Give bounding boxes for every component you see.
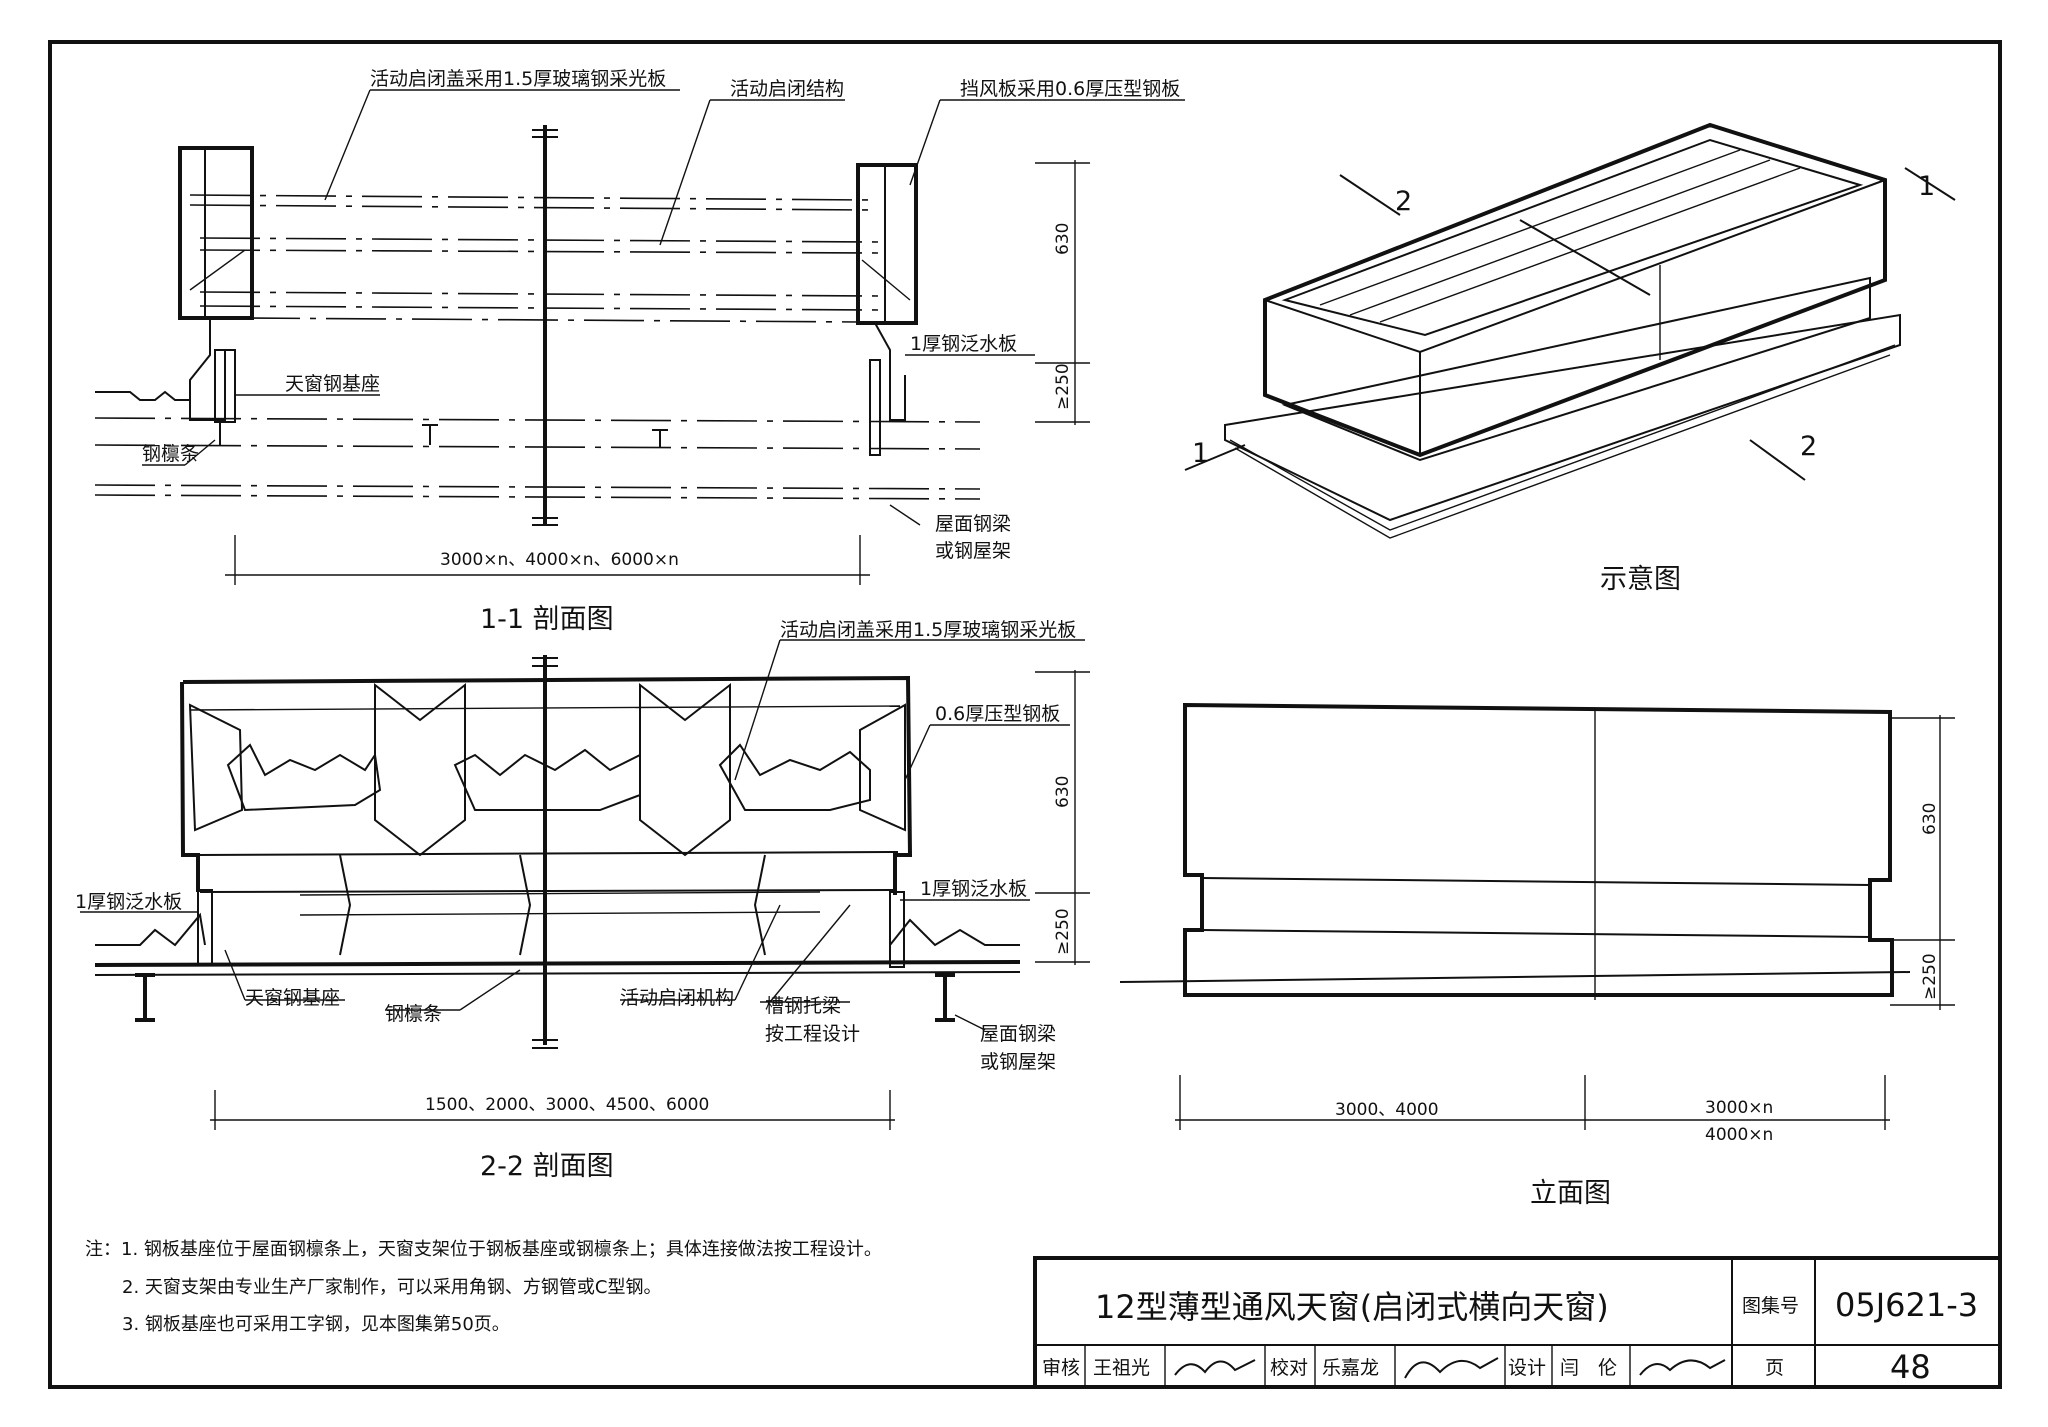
s11-beam-label-1: 屋面钢梁 [935, 513, 1011, 535]
elevation-title: 立面图 [1530, 1178, 1611, 1209]
checker-signature [1404, 1357, 1499, 1379]
elev-dim-base: ≥250 [1920, 953, 1940, 1000]
drawing-title: 12型薄型通风天窗(启闭式横向天窗) [1095, 1288, 1609, 1326]
s11-dim-base: ≥250 [1053, 363, 1073, 410]
note-2: 2. 天窗支架由专业生产厂家制作，可以采用角钢、方钢管或C型钢。 [122, 1277, 661, 1298]
section-2-2 [80, 639, 1090, 1130]
atlas-label: 图集号 [1742, 1295, 1799, 1317]
s22-channel-label-2: 按工程设计 [765, 1023, 860, 1045]
s22-cover-label: 活动启闭盖采用1.5厚玻璃钢采光板 [780, 619, 1076, 641]
note-1: 注：1. 钢板基座位于屋面钢檩条上，天窗支架位于钢板基座或钢檩条上；具体连接做法… [85, 1239, 882, 1260]
page-label: 页 [1765, 1357, 1784, 1379]
designer-signature [1639, 1359, 1726, 1376]
s22-title: 2-2 剖面图 [480, 1151, 614, 1182]
reviewer-signature [1174, 1359, 1256, 1376]
designer-name: 闫 伦 [1560, 1357, 1617, 1379]
elevation-view [1119, 702, 1955, 1130]
section-1-1 [94, 89, 1185, 585]
schematic-mark-1b: 1 [1192, 438, 1209, 469]
atlas-number: 05J621-3 [1835, 1286, 1978, 1324]
s11-flashing-label: 1厚钢泛水板 [910, 333, 1017, 355]
review-label: 审核 [1042, 1357, 1080, 1379]
reviewer-name: 王祖光 [1093, 1357, 1150, 1379]
s22-flashing-left: 1厚钢泛水板 [75, 891, 182, 913]
s22-channel-label-1: 槽钢托梁 [765, 995, 841, 1017]
s11-cover-label: 活动启闭盖采用1.5厚玻璃钢采光板 [370, 68, 666, 90]
sheet-border [48, 40, 2002, 1389]
design-label: 设计 [1508, 1357, 1546, 1379]
s22-mechanism-label: 活动启闭机构 [620, 987, 734, 1009]
s22-base-label: 天窗钢基座 [245, 987, 340, 1009]
elev-dim-left: 3000、4000 [1335, 1100, 1439, 1120]
s11-base-label: 天窗钢基座 [285, 373, 380, 395]
schematic-mark-2b: 2 [1800, 431, 1817, 462]
schematic-mark-2a: 2 [1395, 186, 1412, 217]
s22-plate-label: 0.6厚压型钢板 [935, 703, 1060, 725]
s11-beam-label-2: 或钢屋架 [935, 540, 1011, 562]
elev-dim-right-1: 3000×n [1705, 1098, 1773, 1118]
s11-dim-height: 630 [1053, 223, 1073, 255]
s22-beam-label-2: 或钢屋架 [980, 1051, 1056, 1073]
s22-dim-base: ≥250 [1053, 908, 1073, 955]
elev-dim-height: 630 [1920, 803, 1940, 835]
s22-dim-width: 1500、2000、3000、4500、6000 [425, 1095, 709, 1115]
note-3: 3. 钢板基座也可采用工字钢，见本图集第50页。 [122, 1314, 510, 1335]
title-block [1033, 1256, 2002, 1389]
s11-title: 1-1 剖面图 [480, 604, 614, 635]
s22-flashing-right: 1厚钢泛水板 [920, 878, 1027, 900]
elev-dim-right-2: 4000×n [1705, 1125, 1773, 1145]
s22-purlin-label: 钢檩条 [385, 1003, 442, 1025]
s22-beam-label-1: 屋面钢梁 [980, 1023, 1056, 1045]
s22-dim-height: 630 [1053, 776, 1073, 808]
s11-mechanism-label: 活动启闭结构 [730, 78, 844, 100]
schematic-title: 示意图 [1600, 564, 1681, 595]
s11-purlin-label: 钢檩条 [142, 443, 199, 465]
page-number: 48 [1890, 1348, 1931, 1386]
s11-windshield-label: 挡风板采用0.6厚压型钢板 [960, 78, 1180, 100]
schematic-mark-1a: 1 [1918, 171, 1935, 202]
schematic-view [1184, 122, 1956, 539]
s11-dim-length: 3000×n、4000×n、6000×n [440, 550, 679, 570]
check-label: 校对 [1270, 1357, 1308, 1379]
checker-name: 乐嘉龙 [1322, 1357, 1379, 1379]
